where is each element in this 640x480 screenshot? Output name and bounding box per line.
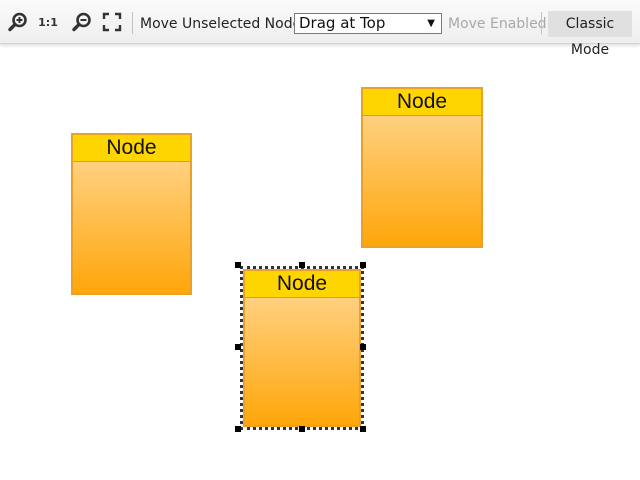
toolbar-separator <box>541 12 542 34</box>
resize-handle-left[interactable] <box>235 344 241 350</box>
node-label: Node <box>245 271 359 298</box>
toolbar-separator <box>132 12 133 34</box>
move-mode-select-value: Drag at Top <box>299 14 386 32</box>
graph-node[interactable]: Node <box>361 87 483 248</box>
zoom-one-to-one-button[interactable]: 1:1 <box>38 16 58 29</box>
move-enabled-button[interactable]: Move Enabled <box>448 16 547 32</box>
toolbar: 1:1 Move Unselected Nodes: Drag at Top ▼… <box>0 0 640 58</box>
resize-handle-bottom-left[interactable] <box>235 426 241 432</box>
classic-mode-button[interactable]: Classic Mode <box>548 11 632 58</box>
resize-handle-bottom-right[interactable] <box>360 426 366 432</box>
resize-handle-bottom[interactable] <box>299 426 305 432</box>
zoom-in-icon[interactable] <box>8 12 28 32</box>
node-label: Node <box>363 89 481 116</box>
dropdown-arrow-icon[interactable]: ▼ <box>427 18 435 29</box>
move-unselected-label: Move Unselected Nodes: <box>140 16 314 32</box>
resize-handle-right[interactable] <box>360 344 366 350</box>
resize-handle-top-left[interactable] <box>235 262 241 268</box>
resize-handle-top-right[interactable] <box>360 262 366 268</box>
fit-content-icon[interactable] <box>102 12 122 32</box>
move-mode-select[interactable]: Drag at Top ▼ <box>294 13 442 34</box>
resize-handle-top[interactable] <box>299 262 305 268</box>
graph-node[interactable]: Node <box>71 133 192 295</box>
zoom-out-icon[interactable] <box>72 12 92 32</box>
node-label: Node <box>73 135 190 162</box>
graph-node-selected[interactable]: Node <box>243 269 361 427</box>
